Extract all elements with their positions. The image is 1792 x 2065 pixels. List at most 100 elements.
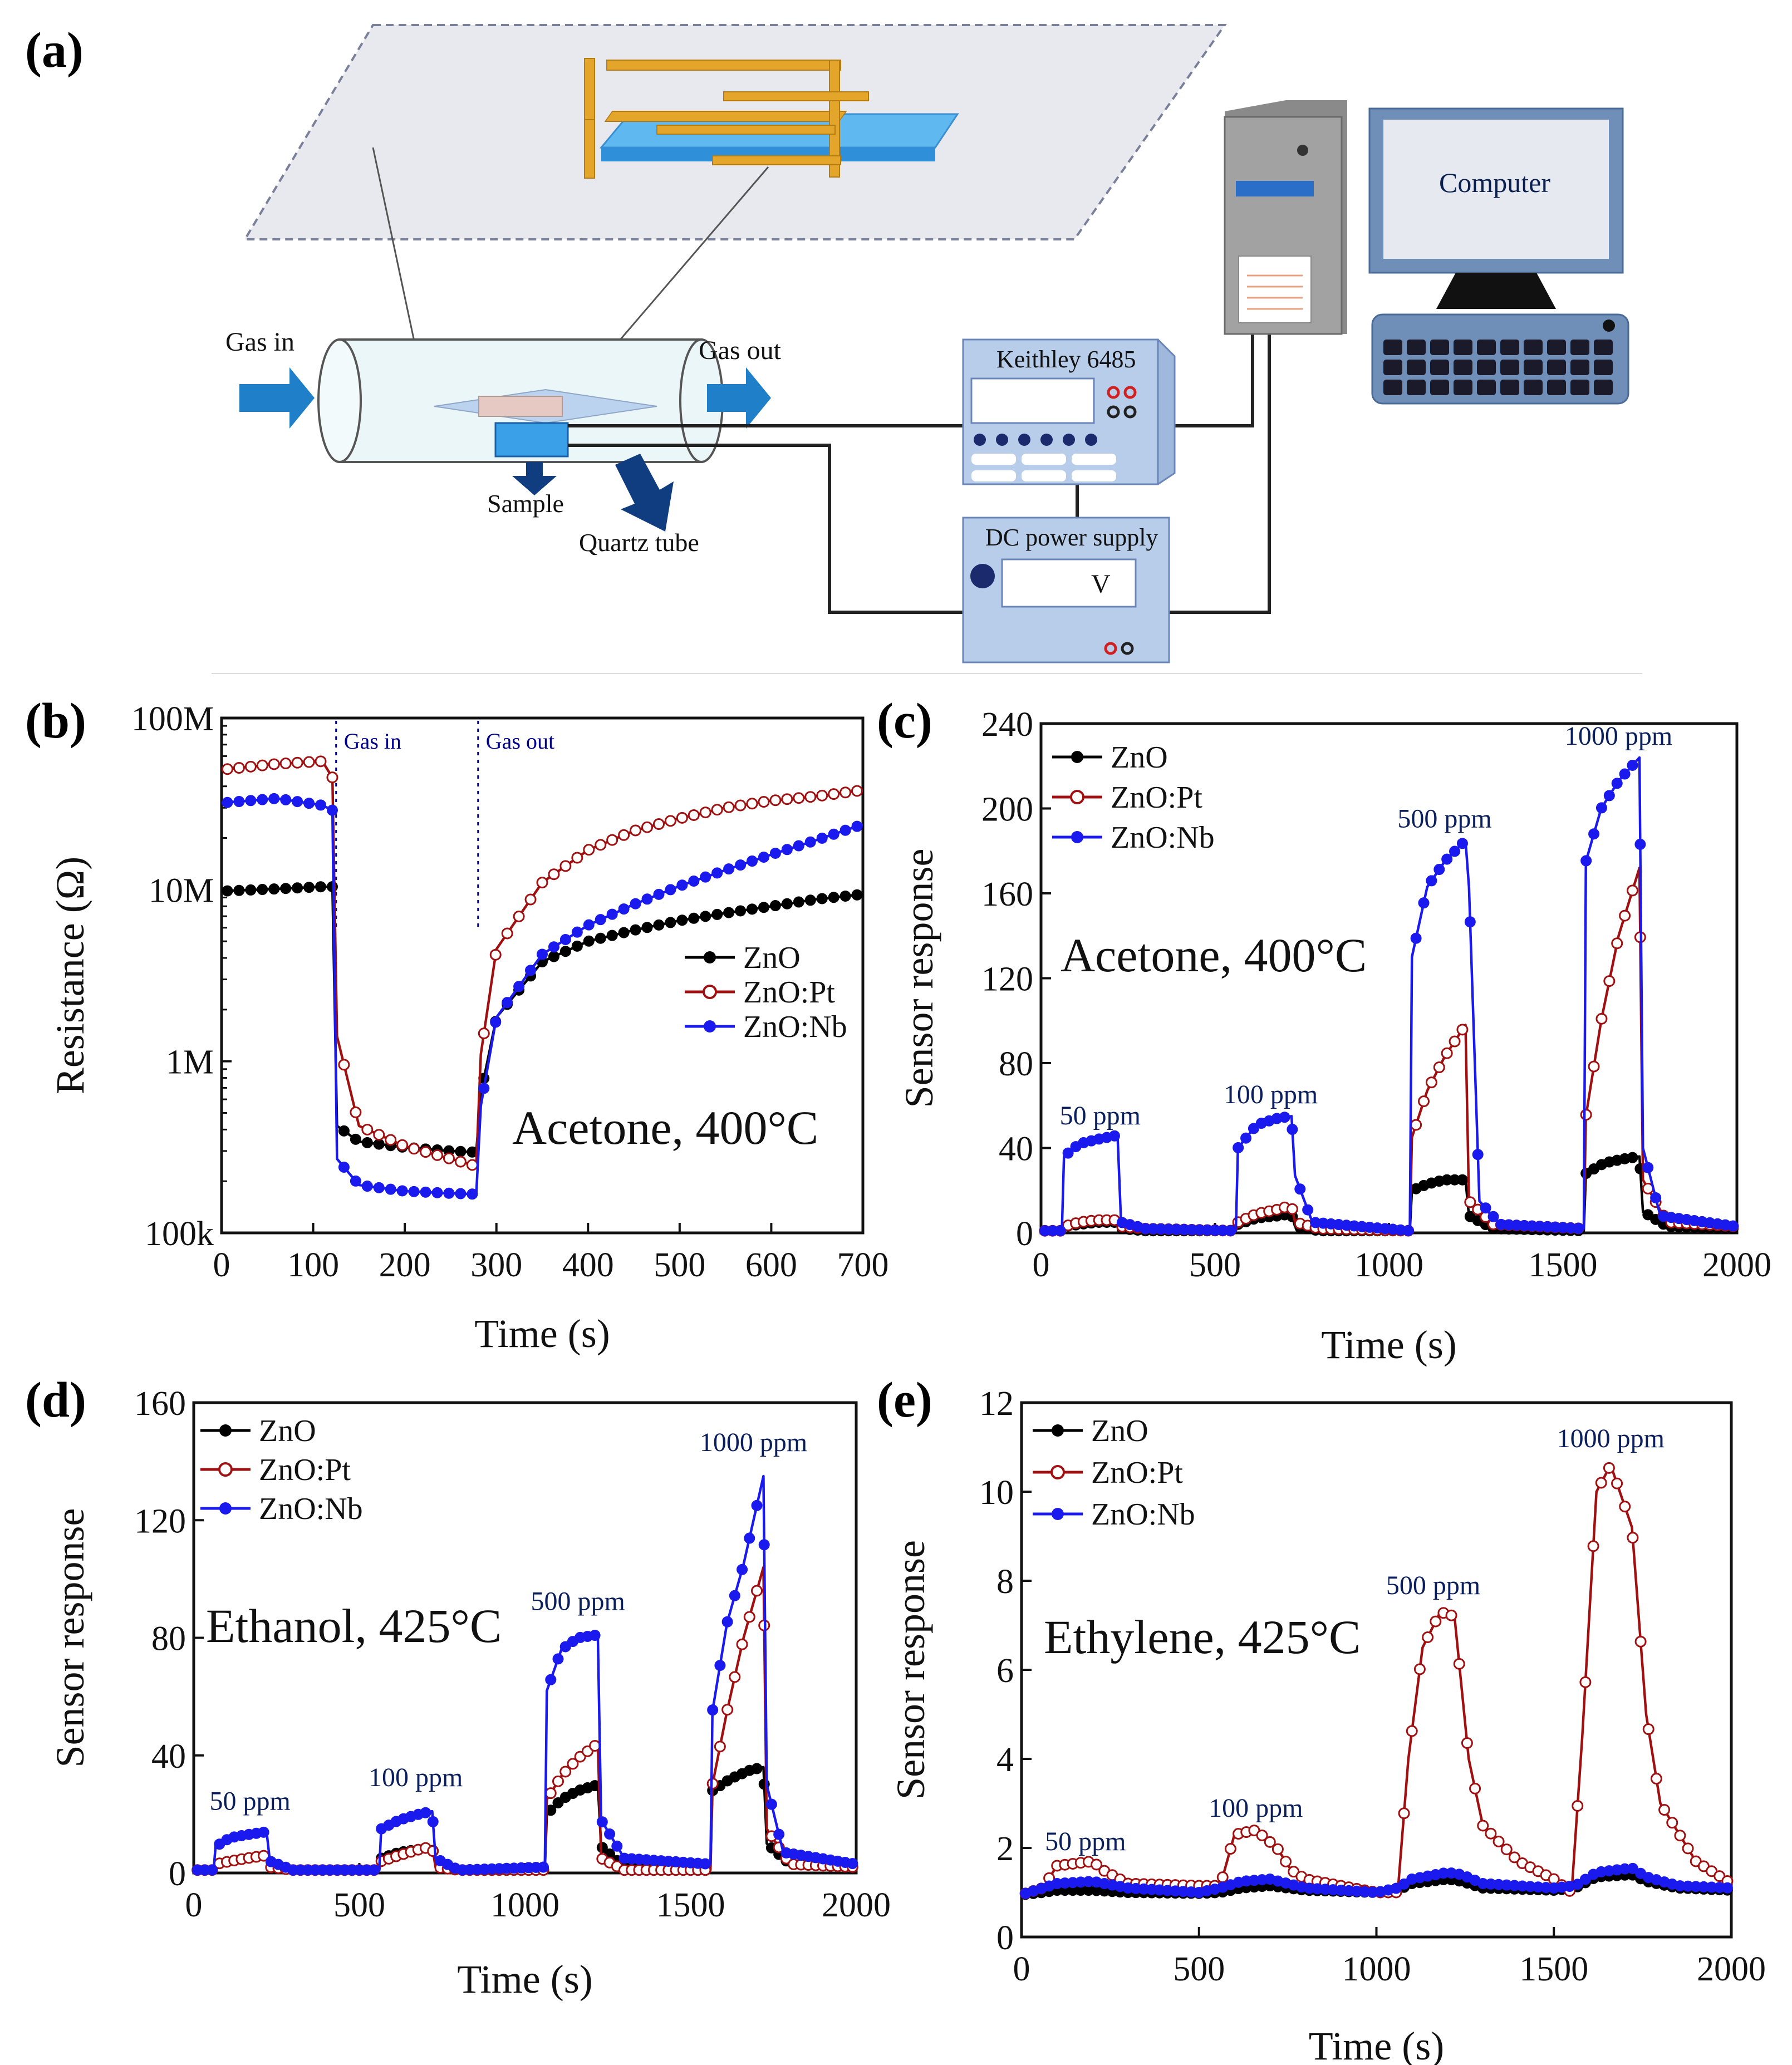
data-point-ZnO:Nb [361, 1181, 373, 1192]
gas-in-arrow [239, 367, 315, 429]
data-point-ZnO:Nb [1472, 1149, 1484, 1161]
data-point-ZnO:Pt [1611, 937, 1623, 950]
data-point-ZnO [338, 1125, 350, 1137]
data-point-ZnO:Nb [420, 1186, 431, 1198]
data-point-ZnO:Nb [1619, 768, 1631, 780]
data-point-ZnO:Pt [583, 844, 595, 856]
legend-marker [1050, 1465, 1065, 1479]
data-point-ZnO:Nb [559, 933, 571, 945]
x-tick-label: 100 [287, 1246, 339, 1284]
legend-marker [219, 1502, 232, 1515]
data-point-ZnO:Pt [1588, 1060, 1600, 1073]
legend-label: ZnO [1111, 740, 1168, 775]
data-point-ZnO:Pt [373, 1129, 385, 1141]
data-point-ZnO:Pt [489, 948, 502, 961]
data-point-ZnO:Nb [839, 824, 851, 836]
data-point-ZnO:Nb [606, 908, 618, 920]
data-point-ZnO [781, 898, 793, 909]
data-point-ZnO:Pt [1091, 1858, 1103, 1871]
data-point-ZnO:Nb [350, 1175, 361, 1187]
data-point-ZnO:Pt [1595, 1477, 1607, 1489]
data-point-ZnO:Pt [743, 1611, 755, 1623]
data-point-ZnO:Nb [490, 1016, 502, 1028]
data-point-ZnO:Pt [1456, 1024, 1469, 1036]
data-point-ZnO:Nb [583, 919, 595, 931]
x-tick-label: 1500 [1519, 1950, 1588, 1988]
data-point-ZnO:Pt [326, 771, 338, 784]
data-point-ZnO:Nb [589, 1630, 601, 1641]
data-point-ZnO:Pt [1572, 1800, 1584, 1812]
gas-in-label: Gas in [225, 327, 294, 357]
data-point-ZnO:Pt [1422, 1631, 1434, 1644]
series-line-ZnO [1041, 1155, 1737, 1232]
data-point-ZnO:Pt [1464, 1196, 1476, 1208]
data-point-ZnO:Pt [1674, 1830, 1686, 1842]
event-marker-label: Gas out [486, 729, 554, 754]
data-point-ZnO:Pt [1449, 1035, 1461, 1048]
data-point-ZnO:Nb [604, 1828, 616, 1840]
data-point-ZnO [361, 1137, 373, 1148]
data-point-ZnO:Pt [1634, 1635, 1647, 1648]
data-point-ZnO:Nb [699, 1858, 711, 1870]
data-point-ZnO [552, 1797, 564, 1808]
data-point-ZnO:Nb [443, 1187, 455, 1199]
quartz-tube-label: Quartz tube [579, 528, 699, 557]
y-tick-label: 120 [981, 961, 1033, 999]
data-point-ZnO [280, 883, 292, 894]
data-point-ZnO:Nb [502, 997, 513, 1009]
data-point-ZnO:Nb [303, 798, 315, 809]
data-point-ZnO:Nb [385, 1183, 396, 1195]
data-point-ZnO:Pt [1627, 884, 1638, 897]
data-point-ZnO:Pt [408, 1143, 420, 1155]
data-point-ZnO:Nb [1727, 1220, 1739, 1232]
keyboard-key [1570, 340, 1589, 355]
data-point-ZnO:Pt [595, 839, 607, 851]
data-point-ZnO:Pt [1256, 1829, 1268, 1841]
data-point-ZnO:Pt [1627, 1532, 1639, 1544]
data-point-ZnO:Pt [652, 818, 665, 830]
legend-marker [704, 1020, 716, 1032]
data-point-ZnO:Nb [1603, 790, 1615, 802]
data-point-ZnO [700, 911, 711, 922]
keyboard-key [1524, 340, 1543, 355]
data-point-ZnO:Pt [676, 812, 688, 824]
data-point-ZnO:Nb [373, 1182, 385, 1193]
data-point-ZnO:Pt [711, 804, 723, 816]
legend-label: ZnO [259, 1414, 316, 1448]
data-point-ZnO:Pt [559, 860, 572, 872]
x-axis-label: Time (s) [474, 1311, 610, 1356]
y-tick-label: 12 [979, 1385, 1014, 1423]
data-point-ZnO:Nb [711, 867, 723, 879]
keyboard-key [1547, 340, 1566, 355]
data-point-ZnO:Pt [736, 1638, 748, 1650]
sensor-substrate-side [601, 148, 935, 161]
data-point-ZnO:Pt [1286, 1203, 1298, 1215]
keyboard-key [1570, 380, 1589, 395]
data-point-ZnO:Pt [524, 893, 537, 906]
x-tick-label: 500 [654, 1246, 705, 1284]
data-point-ZnO [735, 905, 747, 917]
keyboard-key [1524, 360, 1543, 375]
data-point-ZnO [1456, 1174, 1468, 1186]
data-point-ZnO:Nb [688, 875, 700, 887]
data-point-ZnO:Pt [571, 852, 583, 864]
data-point-ZnO [758, 902, 769, 913]
data-point-ZnO:Pt [630, 824, 642, 837]
y-tick-label: 160 [134, 1385, 186, 1423]
keyboard-key [1454, 360, 1472, 375]
concentration-label: 500 ppm [1397, 804, 1491, 833]
data-point-ZnO:Pt [1441, 1047, 1453, 1059]
data-point-ZnO:Nb [467, 1188, 478, 1200]
data-point-ZnO:Nb [1573, 1222, 1584, 1234]
series-line-ZnO:Pt [1041, 867, 1737, 1232]
keyboard-key [1500, 360, 1519, 375]
keyboard-key [1477, 340, 1496, 355]
data-point-ZnO:Nb [793, 840, 804, 852]
data-point-ZnO [233, 884, 245, 896]
y-axis-label: Sensor response [888, 1540, 933, 1800]
data-point-ZnO:Pt [548, 868, 560, 881]
data-point-ZnO:Nb [368, 1864, 380, 1876]
data-point-ZnO:Pt [1619, 909, 1631, 922]
data-point-ZnO:Nb [596, 1816, 608, 1828]
